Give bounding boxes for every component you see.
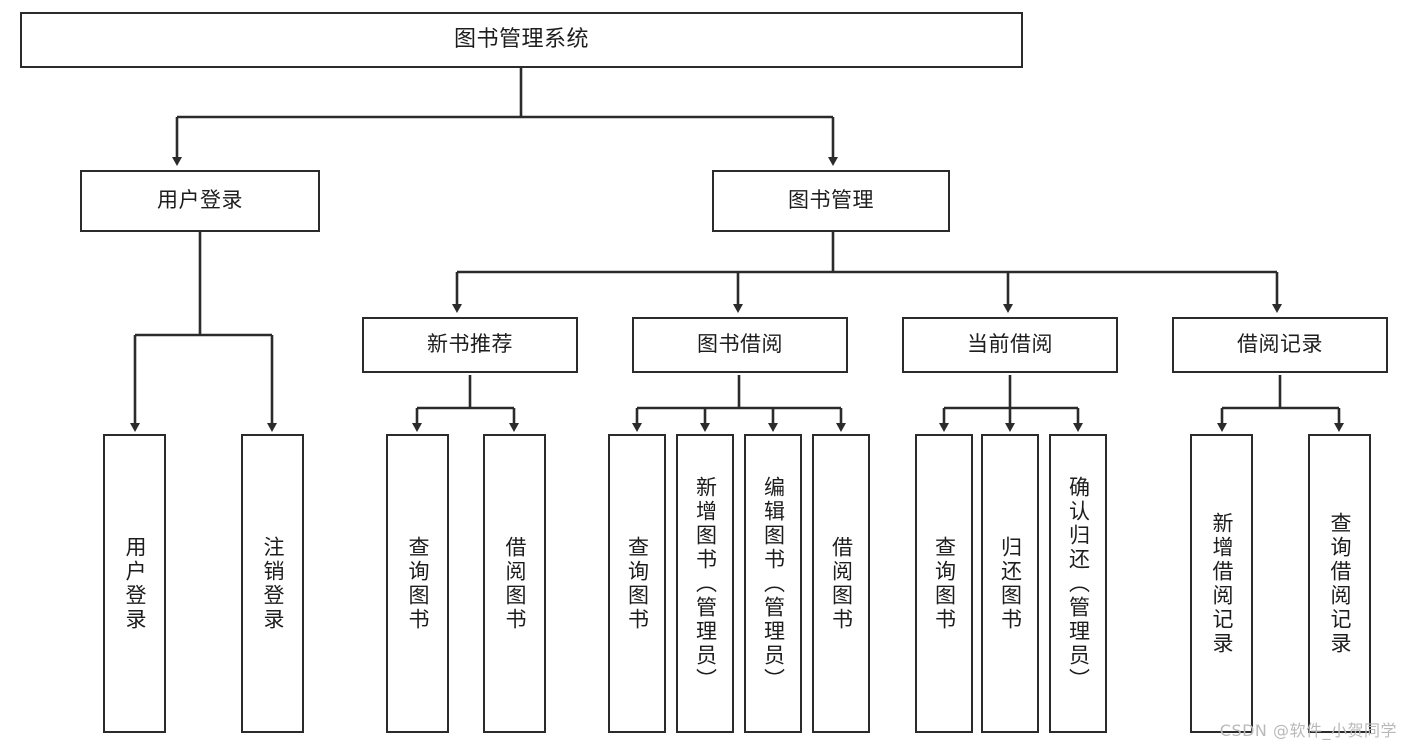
node-leaf-add-book-label: 新增图书（管理员） [693,475,718,692]
node-leaf-query-book-1[interactable]: 查询图书 [386,434,449,733]
node-current-borrow[interactable]: 当前借阅 [902,317,1118,373]
node-leaf-borrow-book-2[interactable]: 借阅图书 [812,434,870,733]
node-leaf-user-login-label: 用户登录 [123,535,147,632]
node-leaf-add-book[interactable]: 新增图书（管理员） [676,434,734,733]
node-user-login-label: 用户登录 [157,188,243,213]
node-leaf-query-record-label: 查询借阅记录 [1328,511,1352,656]
node-leaf-return-book[interactable]: 归还图书 [981,434,1039,733]
node-book-manage-label: 图书管理 [788,188,874,213]
node-leaf-edit-book[interactable]: 编辑图书（管理员） [744,434,802,733]
node-leaf-borrow-book-1-label: 借阅图书 [503,535,527,632]
node-leaf-add-record[interactable]: 新增借阅记录 [1190,434,1253,733]
node-leaf-return-book-label: 归还图书 [998,535,1023,632]
node-new-book-recommend-label: 新书推荐 [427,332,513,357]
node-leaf-borrow-book-1[interactable]: 借阅图书 [483,434,546,733]
node-leaf-query-record[interactable]: 查询借阅记录 [1308,434,1371,733]
watermark: CSDN @软件_小贺同学 [1219,721,1397,740]
node-root-label: 图书管理系统 [453,26,589,52]
node-leaf-query-book-3[interactable]: 查询图书 [915,434,973,733]
node-book-manage[interactable]: 图书管理 [712,170,950,232]
node-leaf-logout-label: 注销登录 [261,535,285,632]
node-leaf-edit-book-label: 编辑图书（管理员） [761,475,786,692]
node-leaf-confirm-return[interactable]: 确认归还（管理员） [1049,434,1107,733]
node-leaf-query-book-1-label: 查询图书 [406,535,430,632]
node-user-login[interactable]: 用户登录 [80,170,320,232]
node-borrow-record[interactable]: 借阅记录 [1172,317,1388,373]
node-borrow-record-label: 借阅记录 [1237,332,1323,357]
node-leaf-query-book-2-label: 查询图书 [625,535,650,632]
node-root[interactable]: 图书管理系统 [20,12,1023,68]
node-leaf-add-record-label: 新增借阅记录 [1210,511,1234,656]
node-current-borrow-label: 当前借阅 [967,332,1053,357]
node-leaf-confirm-return-label: 确认归还（管理员） [1066,475,1091,692]
node-leaf-borrow-book-2-label: 借阅图书 [829,535,854,632]
node-book-borrow-label: 图书借阅 [697,332,783,357]
node-leaf-query-book-3-label: 查询图书 [932,535,957,632]
node-book-borrow[interactable]: 图书借阅 [632,317,848,373]
node-leaf-query-book-2[interactable]: 查询图书 [608,434,666,733]
node-leaf-logout[interactable]: 注销登录 [241,434,304,733]
node-new-book-recommend[interactable]: 新书推荐 [362,317,578,373]
node-leaf-user-login[interactable]: 用户登录 [103,434,166,733]
